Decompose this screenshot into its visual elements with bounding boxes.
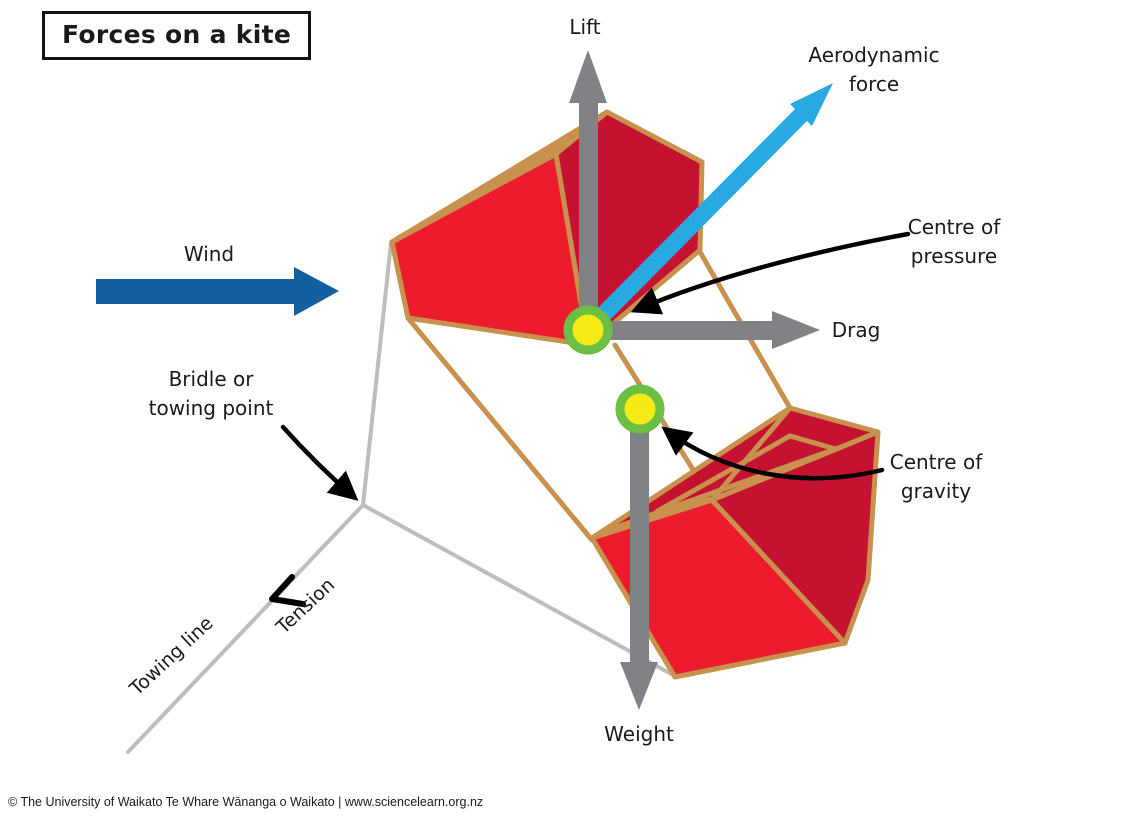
kite-upper-cell xyxy=(389,109,705,348)
frame-spar-left xyxy=(405,315,595,543)
weight-arrow xyxy=(620,403,658,710)
lower-cell-right-panel xyxy=(709,429,881,646)
centre-of-pressure-marker xyxy=(563,305,613,355)
aerodynamic-force-arrow xyxy=(588,83,833,330)
lift-arrow xyxy=(569,50,607,332)
copyright-footer: © The University of Waikato Te Whare Wān… xyxy=(8,795,484,809)
wind-arrow xyxy=(96,267,339,316)
towing-and-bridle-lines xyxy=(126,241,675,754)
centre-of-pressure-label: Centre of pressure xyxy=(907,215,1001,268)
bridle-pointer-arrow xyxy=(280,424,359,501)
towing-line xyxy=(126,503,365,754)
drag-arrow xyxy=(594,311,820,349)
lower-cell-brace-2 xyxy=(709,405,793,503)
bridle-line-lower xyxy=(361,503,675,677)
weight-label: Weight xyxy=(604,722,674,746)
drag-label: Drag xyxy=(831,318,881,342)
centre-of-gravity-pointer-arrow xyxy=(661,426,885,481)
bridle-line-upper xyxy=(361,241,393,507)
wind-label: Wind xyxy=(183,242,235,266)
aerodynamic-force-label: Aerodynamic force xyxy=(808,43,940,96)
lift-label: Lift xyxy=(569,15,601,39)
centre-of-gravity-label: Centre of gravity xyxy=(889,450,983,503)
diagram-title: Forces on a kite xyxy=(42,11,312,60)
bridle-label: Bridle or towing point xyxy=(148,367,274,420)
tension-chevron xyxy=(269,574,306,607)
centre-of-gravity-marker xyxy=(615,384,665,434)
centre-of-pressure-pointer-arrow xyxy=(630,231,911,315)
